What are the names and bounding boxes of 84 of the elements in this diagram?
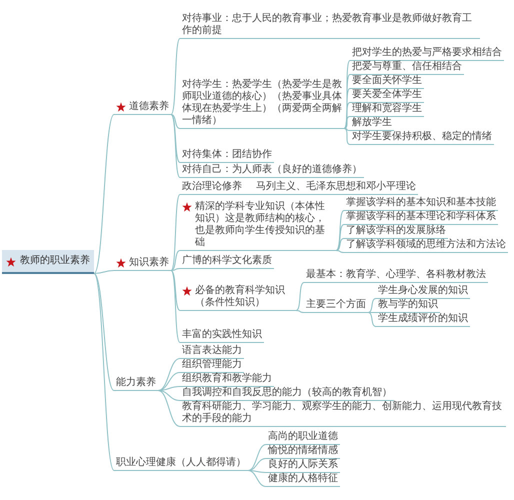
branch-line: [158, 390, 180, 427]
topic-text: 对待集体：团结协作: [182, 149, 272, 161]
topic-text: 高尚的职业道德: [268, 431, 338, 443]
branch-line: [170, 250, 180, 271]
topic-text: 组织管理能力: [182, 359, 242, 371]
topic-text: 对待学生：热爱学生（热爱学生是教师职业道德的核心）（热爱事业具体体现在热爱学生上）（两爱两全两解一情绪）: [182, 79, 342, 127]
topic-underline: [114, 256, 171, 271]
branch-line: [336, 224, 344, 251]
branch-line: [248, 470, 266, 473]
branch-line: [296, 310, 304, 313]
root-topic-box: [2, 250, 94, 274]
branch-line: [94, 270, 114, 274]
branch-line: [368, 298, 376, 313]
branch-line: [170, 114, 180, 178]
topic-text: 主要三个方面: [306, 299, 366, 311]
topic-text: 道德素养: [129, 101, 169, 113]
branch-line: [170, 268, 180, 271]
topic-underline: [180, 284, 296, 311]
topic-text: 了解该学科领域的思维方法和方法论: [346, 239, 506, 251]
topic-text: 最基本：教育学、心理学、各科教材教法: [306, 269, 486, 281]
topic-text: 学生身心发展的知识: [378, 285, 468, 297]
topic-text: 对待自己：为人师表（良好的道德修养）: [182, 164, 362, 176]
topic-text: 把对学生的热爱与严格要求相结合: [352, 47, 502, 59]
branch-line: [170, 270, 180, 311]
branch-line: [296, 282, 304, 311]
topic-text: 学生成绩评价的知识: [378, 313, 468, 325]
topic-text: 广博的科学文化素质: [182, 255, 272, 267]
branch-line: [170, 194, 180, 271]
topic-text: 教育科研能力、学习能力、观察学生的能力、创新能力、运用现代教育技术的手段的能力: [182, 401, 503, 425]
branch-line: [158, 372, 180, 391]
branch-line: [158, 358, 180, 391]
topic-text: 要全面关怀学生: [352, 75, 422, 87]
branch-line: [170, 270, 180, 343]
branch-line: [336, 210, 344, 251]
branch-line: [170, 114, 180, 129]
topic-text: 自我调控和自我反思的能力（较高的教育机智）: [182, 387, 392, 399]
branch-line: [94, 114, 114, 274]
topic-text: 了解该学科的发展脉络: [346, 225, 446, 237]
branch-line: [94, 273, 114, 471]
topic-text: 掌握该学科的基本理论和学科体系: [346, 211, 496, 223]
topic-text: 良好的人际关系: [268, 459, 338, 471]
topic-text: 愉悦的情绪情感: [268, 445, 338, 457]
branch-line: [248, 458, 266, 471]
branch-line: [344, 74, 350, 129]
branch-line: [248, 470, 266, 487]
branch-line: [368, 312, 376, 313]
branch-line: [344, 102, 350, 129]
branch-line: [344, 88, 350, 129]
topic-text: 对待事业：忠于人民的教育事业；热爱教育事业是教师做好教育工作的前提: [182, 13, 473, 37]
topic-underline: [180, 200, 336, 251]
branch-line: [344, 116, 350, 129]
topic-underline: [114, 100, 171, 115]
topic-text: 教师的职业素养: [20, 254, 90, 268]
topic-text: 对学生要保持积极、稳定的情绪: [352, 131, 492, 143]
branch-line: [170, 114, 180, 163]
topic-text: 必备的教育科学知识（条件性知识）: [195, 285, 286, 309]
topic-text: 能力素养: [116, 377, 156, 389]
topic-text: 职业心理健康（人人都得请）: [116, 457, 246, 469]
topic-text: 解放学生: [352, 117, 392, 129]
topic-text: 语言表达能力: [182, 345, 242, 357]
branch-line: [94, 273, 114, 391]
topic-text: 知识素养: [129, 257, 169, 269]
branch-line: [248, 444, 266, 471]
topic-text: 政治理论修养: [182, 181, 242, 193]
topic-text: 要关爱全体学生: [352, 89, 422, 101]
branch-line: [344, 128, 350, 131]
branch-line: [336, 238, 344, 251]
topic-text: 把爱与尊重、信任相结合: [352, 61, 462, 73]
branch-line: [158, 386, 180, 391]
topic-text: 组织教育和教学能力: [182, 373, 272, 385]
branch-line: [158, 390, 180, 401]
topic-text: 教与学的知识: [378, 299, 438, 311]
branch-line: [336, 250, 344, 253]
branch-line: [344, 60, 350, 129]
topic-text: 健康的人格特征: [268, 473, 338, 485]
topic-text: 马列主义、毛泽东思想和邓小平理论: [256, 181, 416, 193]
topic-text: 丰富的实践性知识: [182, 329, 262, 341]
topic-text: 掌握该学科的基本知识和基本技能: [346, 197, 496, 209]
branch-line: [344, 128, 350, 145]
branch-line: [244, 194, 254, 195]
topic-text: 理解和宽容学生: [352, 103, 422, 115]
branch-line: [368, 312, 376, 327]
topic-text: 精深的学科专业知识（本体性知识）这是教师结构的核心，也是教师向学生传授知识的基础: [195, 201, 326, 249]
branch-line: [170, 38, 180, 115]
